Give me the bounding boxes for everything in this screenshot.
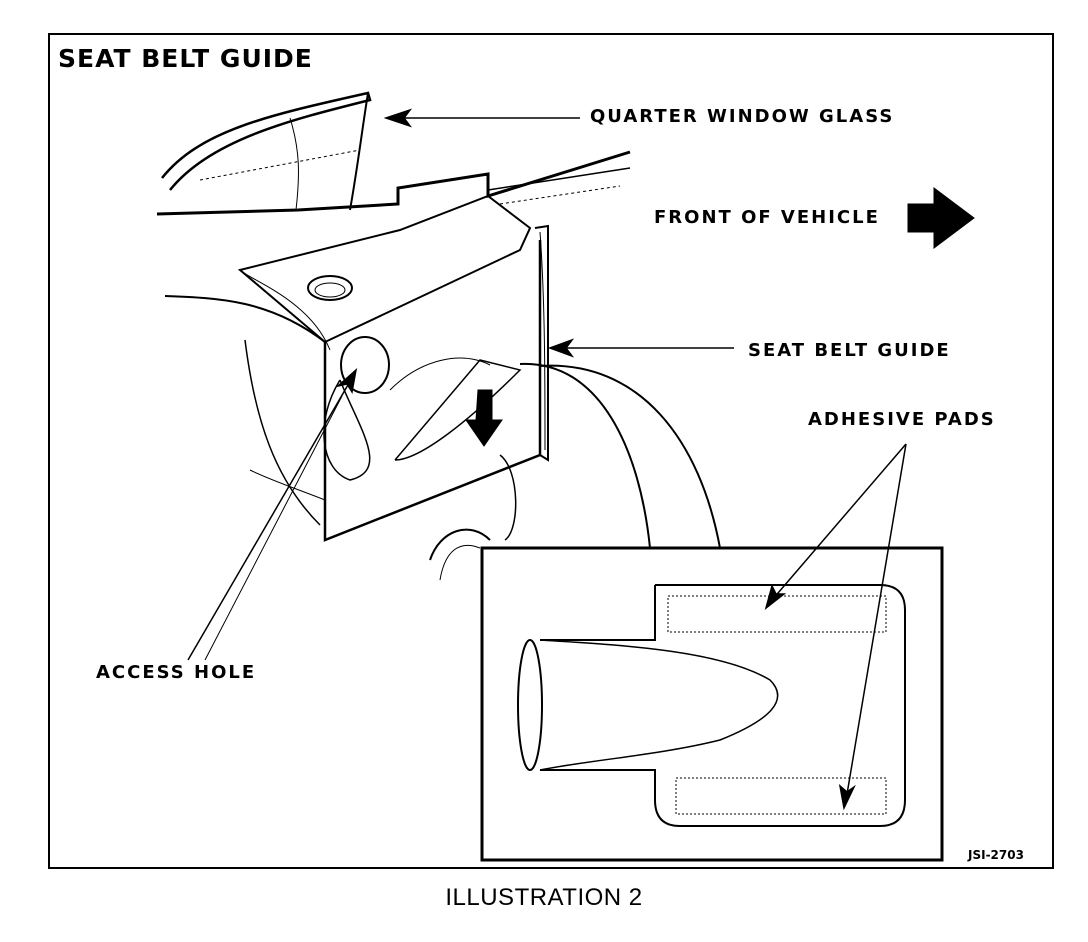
trim-panel — [164, 194, 542, 542]
front-of-vehicle-arrow — [907, 187, 975, 249]
body-line — [156, 150, 631, 216]
install-direction-arrow — [465, 389, 503, 447]
illustration-frame — [48, 33, 1054, 869]
quarter-window-glass-label: QUARTER WINDOW GLASS — [590, 106, 895, 127]
seat-belt-guide-installed — [323, 224, 549, 481]
seat-belt-guide-label: SEAT BELT GUIDE — [748, 340, 951, 361]
leader-lines — [187, 108, 907, 811]
inset-detail-box — [480, 546, 944, 862]
access-hole-label: ACCESS HOLE — [96, 662, 257, 683]
figure-id: JSI-2703 — [968, 848, 1024, 862]
adhesive-pads-label: ADHESIVE PADS — [808, 409, 996, 430]
adhesive-pad-top — [667, 595, 887, 633]
quarter-window-glass — [161, 91, 372, 211]
adhesive-pad-bottom — [675, 777, 887, 815]
diagram-title: SEAT BELT GUIDE — [58, 44, 313, 73]
front-of-vehicle-label: FRONT OF VEHICLE — [654, 207, 880, 228]
guide-detail — [517, 584, 906, 827]
illustration-caption: ILLUSTRATION 2 — [445, 884, 643, 911]
